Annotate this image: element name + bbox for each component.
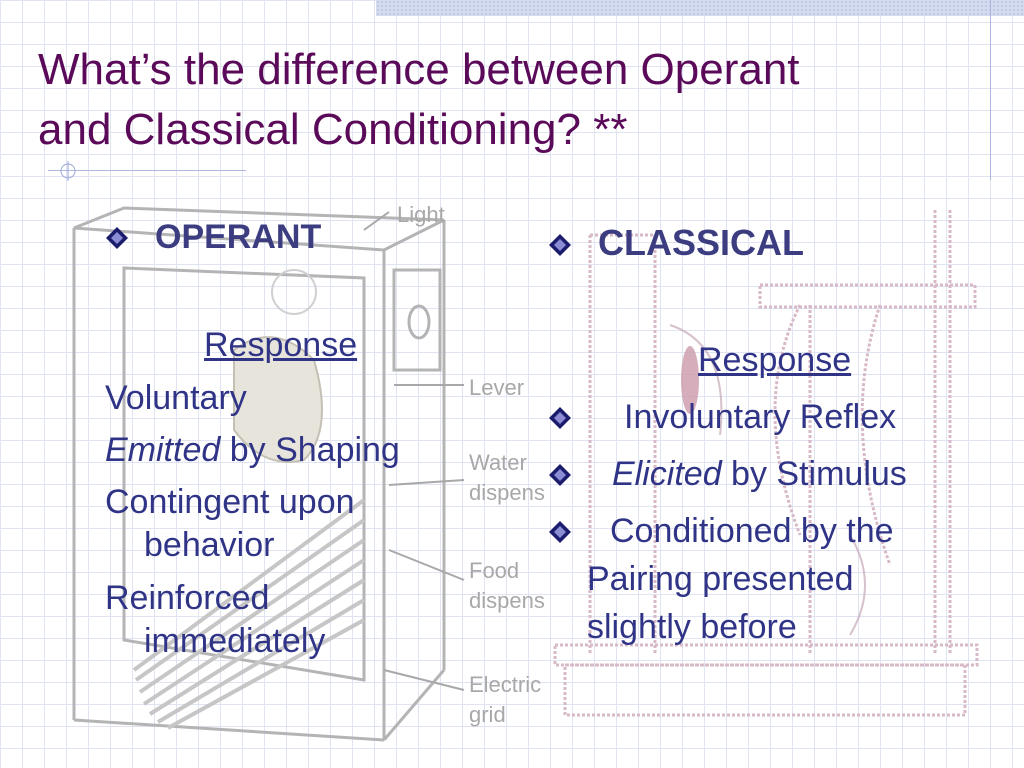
operant-voluntary: Voluntary	[105, 379, 247, 417]
skinner-box-illustration: Light Lever Water dispenser Food dispens…	[72, 202, 544, 742]
diamond-bullet-icon	[548, 399, 574, 439]
classical-elicited-item: Elicited by Stimulus	[548, 454, 907, 496]
operant-response-link[interactable]: Response	[204, 326, 358, 364]
operant-reinforced-line-1: Reinforced	[105, 579, 270, 617]
label-food: Food	[469, 558, 519, 583]
operant-reinforced-line-2: immediately	[144, 622, 326, 660]
operant-contingent-line-1: Contingent upon	[105, 483, 355, 521]
classical-heading: CLASSICAL	[548, 222, 804, 266]
diamond-bullet-icon	[105, 220, 131, 259]
label-lever: Lever	[469, 375, 524, 400]
operant-emitted-italic: Emitted	[105, 431, 221, 469]
title-rule-ornament-icon	[60, 161, 76, 181]
operant-emitted: Emitted by Shaping	[105, 430, 400, 470]
label-grid: grid	[469, 702, 506, 727]
classical-heading-label: CLASSICAL	[598, 222, 804, 263]
operant-contingent-line-2: behavior	[144, 526, 275, 564]
label-light: Light	[397, 202, 445, 227]
classical-response-link[interactable]: Response	[698, 341, 852, 379]
label-water-dispenser: dispenser	[469, 480, 544, 505]
title-line-2: and Classical Conditioning? **	[38, 105, 628, 154]
diamond-bullet-icon	[548, 513, 574, 553]
classical-conditioned-item: Conditioned by the	[548, 511, 894, 553]
diamond-bullet-icon	[548, 456, 574, 496]
diamond-bullet-icon	[548, 224, 574, 266]
pavlov-apparatus-illustration	[553, 210, 979, 717]
operant-emitted-rest: by Shaping	[220, 431, 400, 469]
operant-heading: OPERANT	[105, 218, 321, 259]
label-electric: Electric	[469, 672, 541, 697]
classical-involuntary-item: Involuntary Reflex	[548, 397, 896, 439]
classical-elicited-rest: by Stimulus	[721, 455, 907, 493]
label-food-dispenser: dispenser	[469, 588, 544, 613]
label-water: Water	[469, 450, 527, 475]
classical-conditioned-line-3: slightly before	[587, 608, 797, 646]
classical-conditioned-line-2: Pairing presented	[587, 560, 854, 598]
classical-involuntary: Involuntary Reflex	[624, 398, 897, 436]
slide-title: What’s the difference between Operant an…	[38, 40, 978, 160]
title-line-1: What’s the difference between Operant	[38, 45, 800, 94]
classical-elicited-italic: Elicited	[612, 455, 722, 493]
header-decor-band	[376, 0, 1024, 16]
operant-heading-label: OPERANT	[155, 218, 322, 256]
classical-conditioned-line-1: Conditioned by the	[610, 512, 894, 550]
right-decor-rule	[990, 0, 991, 180]
title-underline-rule	[48, 170, 246, 171]
